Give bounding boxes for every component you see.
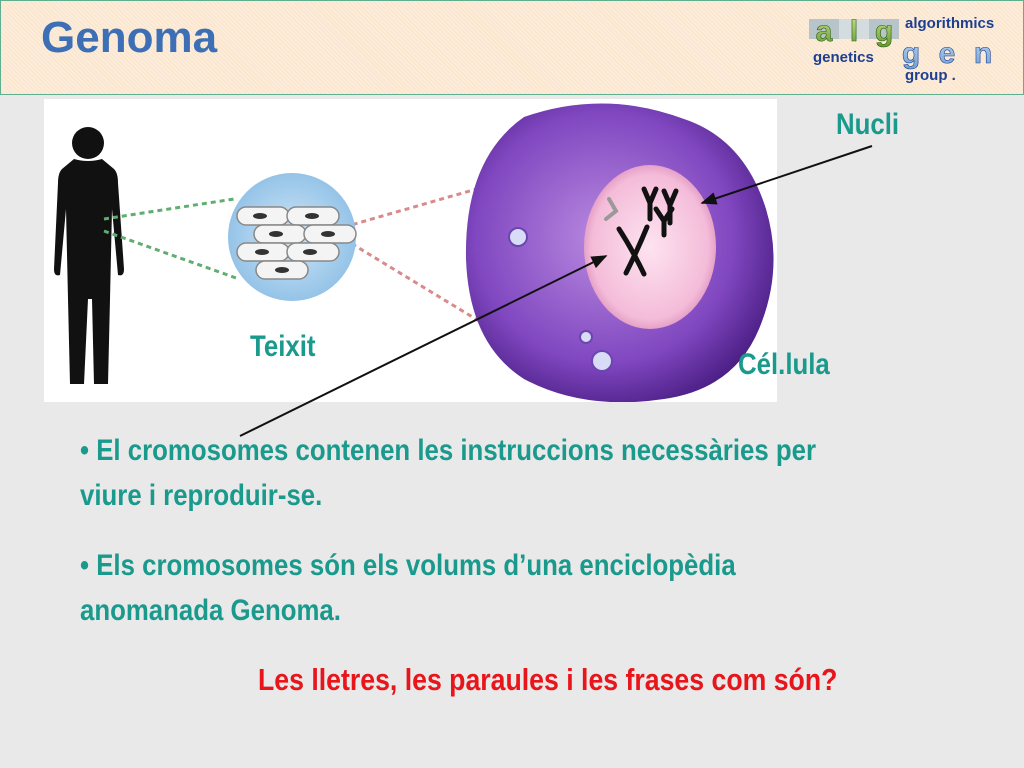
logo-letter-g: g bbox=[875, 15, 893, 48]
logo-group: group . bbox=[905, 67, 956, 84]
cell-label: Cél.lula bbox=[738, 348, 830, 381]
logo-genetics: genetics bbox=[813, 49, 874, 66]
logo-letters-graphic: a l g g e n bbox=[809, 15, 992, 70]
illustration-graphic bbox=[54, 103, 774, 403]
human-silhouette-icon bbox=[54, 127, 124, 384]
logo-letter-a: a bbox=[816, 15, 833, 48]
bullet-chromosomes-volumes: • Els cromosomes són els volums d’una en… bbox=[80, 549, 736, 627]
logo-letter-l: l bbox=[850, 15, 858, 48]
bullet-chromosomes-instructions: • El cromosomes contenen les instruccion… bbox=[80, 434, 817, 512]
slide-title: Genoma bbox=[41, 13, 218, 62]
logo-letter-e: e bbox=[939, 37, 956, 70]
logo-letter-n: n bbox=[974, 37, 992, 70]
logo-letter-g2: g bbox=[902, 37, 920, 70]
chromosome-icon bbox=[616, 186, 679, 277]
tissue-connector-lines bbox=[103, 197, 240, 281]
algen-logo: a l g g e n algorithmics genetics group … bbox=[807, 7, 1021, 89]
question-text: Les lletres, les paraules i les frases c… bbox=[258, 662, 838, 697]
tissue-icon bbox=[228, 173, 357, 301]
nucleus-label: Nucli bbox=[836, 108, 900, 141]
nucleus-icon bbox=[584, 165, 716, 329]
tissue-label: Teixit bbox=[250, 330, 316, 363]
logo-algorithmics: algorithmics bbox=[905, 15, 995, 32]
genome-illustration bbox=[44, 99, 777, 403]
header-band: Genoma a l g g e n algorithmics genetics… bbox=[0, 0, 1024, 95]
